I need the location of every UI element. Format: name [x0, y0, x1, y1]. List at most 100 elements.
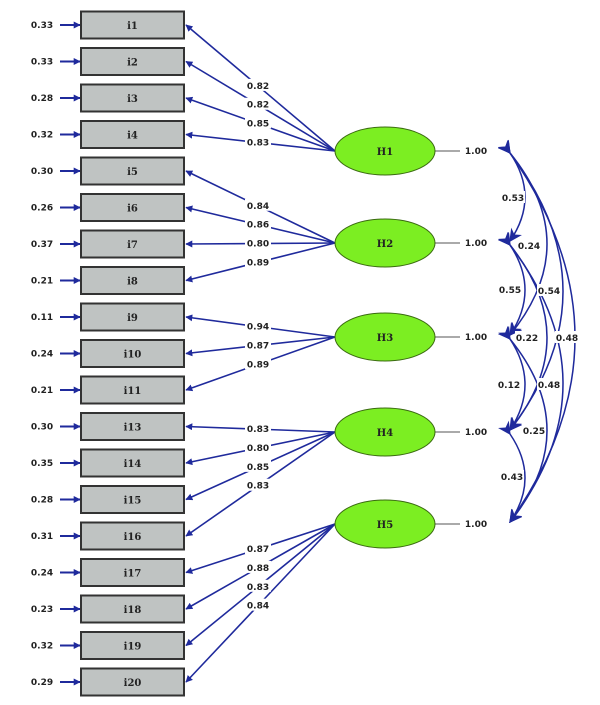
loading-label-bg: [245, 319, 271, 332]
item-box: [80, 193, 185, 222]
loading-label: 0.84: [247, 602, 269, 612]
loading-label-bg: [245, 542, 271, 555]
error-variance-label: 0.37: [31, 240, 53, 250]
loading-label-bg: [245, 422, 271, 435]
error-variance-label: 0.30: [31, 423, 53, 433]
loading-label-bg: [245, 357, 271, 370]
error-variance-label: 0.28: [31, 496, 53, 506]
correlation-label: 0.55: [499, 286, 521, 296]
error-variance-label: 0.32: [31, 131, 53, 141]
item-box: [80, 339, 185, 368]
loading-label: 0.83: [247, 482, 269, 492]
correlation-label-bg: [537, 378, 561, 390]
item-box: [80, 266, 185, 295]
error-variance-label: 0.26: [31, 204, 53, 214]
error-variance-label: 0.32: [31, 642, 53, 652]
variance-label: 1.00: [465, 147, 487, 157]
loading-label: 0.80: [247, 240, 269, 250]
loading-label-bg: [245, 198, 271, 211]
loading-label: 0.94: [247, 323, 269, 333]
error-variance-label: 0.23: [31, 605, 53, 615]
loading-label-bg: [245, 560, 271, 573]
loading-label-bg: [245, 598, 271, 611]
correlation-label-bg: [498, 283, 522, 295]
loading-label: 0.87: [247, 545, 269, 555]
factor-label: H5: [377, 520, 393, 531]
item-box: [80, 302, 185, 332]
item-label: i19: [124, 642, 142, 653]
item-label: i3: [127, 94, 138, 105]
item-label: i1: [127, 21, 138, 32]
loading-label: 0.87: [247, 342, 269, 352]
factor-node: [334, 407, 436, 457]
item-label: i4: [127, 131, 138, 142]
correlation-label: 0.48: [556, 334, 578, 344]
correlation-label: 0.22: [516, 334, 538, 344]
node-layer: [80, 10, 436, 697]
loading-label-bg: [245, 116, 271, 129]
loading-label-bg: [245, 78, 271, 91]
error-variance-label: 0.21: [31, 386, 53, 396]
loading-label: 0.80: [247, 444, 269, 454]
loading-label: 0.89: [247, 258, 269, 268]
item-box: [80, 156, 185, 186]
factor-label: H4: [377, 428, 393, 439]
loading-label: 0.89: [247, 360, 269, 370]
item-box: [80, 448, 185, 478]
item-label: i14: [124, 459, 142, 470]
correlation-label-bg: [537, 284, 561, 296]
variance-label: 1.00: [465, 520, 487, 530]
variance-label: 1.00: [465, 333, 487, 343]
factor-node: [334, 126, 436, 176]
factor-node: [334, 218, 436, 268]
loading-label: 0.83: [247, 138, 269, 148]
factor-label: H3: [377, 333, 393, 344]
loading-label: 0.83: [247, 425, 269, 435]
item-label: i10: [124, 350, 142, 361]
item-label: i13: [124, 423, 142, 434]
item-label: i2: [127, 58, 138, 69]
item-label: i9: [127, 313, 138, 324]
variance-label: 1.00: [465, 239, 487, 249]
item-label: i5: [127, 167, 138, 178]
loading-label-bg: [245, 459, 271, 472]
item-box: [80, 120, 185, 149]
loading-label-bg: [245, 579, 271, 592]
error-variance-label: 0.24: [31, 569, 53, 579]
loading-label-bg: [245, 236, 271, 249]
item-label: i15: [124, 496, 142, 507]
loading-label-bg: [245, 441, 271, 454]
error-variance-label: 0.31: [31, 532, 53, 542]
correlation-label: 0.54: [538, 287, 560, 297]
loading-label: 0.82: [247, 82, 269, 92]
error-variance-label: 0.11: [31, 313, 53, 323]
error-variance-label: 0.29: [31, 678, 53, 688]
correlation-arc: [498, 420, 526, 524]
item-box: [80, 229, 185, 259]
loading-label: 0.83: [247, 583, 269, 593]
item-box: [80, 631, 185, 660]
item-label: i17: [124, 569, 142, 580]
loading-label: 0.85: [247, 120, 269, 130]
correlation-label: 0.43: [501, 473, 523, 483]
correlation-label: 0.53: [502, 194, 524, 204]
error-variance-label: 0.33: [31, 21, 53, 31]
item-box: [80, 594, 185, 624]
item-box: [80, 83, 185, 113]
correlation-label: 0.12: [498, 381, 520, 391]
item-label: i8: [127, 277, 138, 288]
item-box: [80, 412, 185, 441]
correlation-label-bg: [501, 191, 525, 203]
correlation-label-bg: [497, 378, 521, 390]
correlation-arc: [497, 325, 548, 524]
item-label: i20: [124, 678, 142, 689]
item-label: i7: [127, 240, 138, 251]
factor-node: [334, 312, 436, 362]
correlation-label: 0.48: [538, 381, 560, 391]
item-box: [80, 558, 185, 587]
item-box: [80, 667, 185, 697]
item-label: i16: [124, 532, 142, 543]
item-label: i11: [124, 386, 142, 397]
